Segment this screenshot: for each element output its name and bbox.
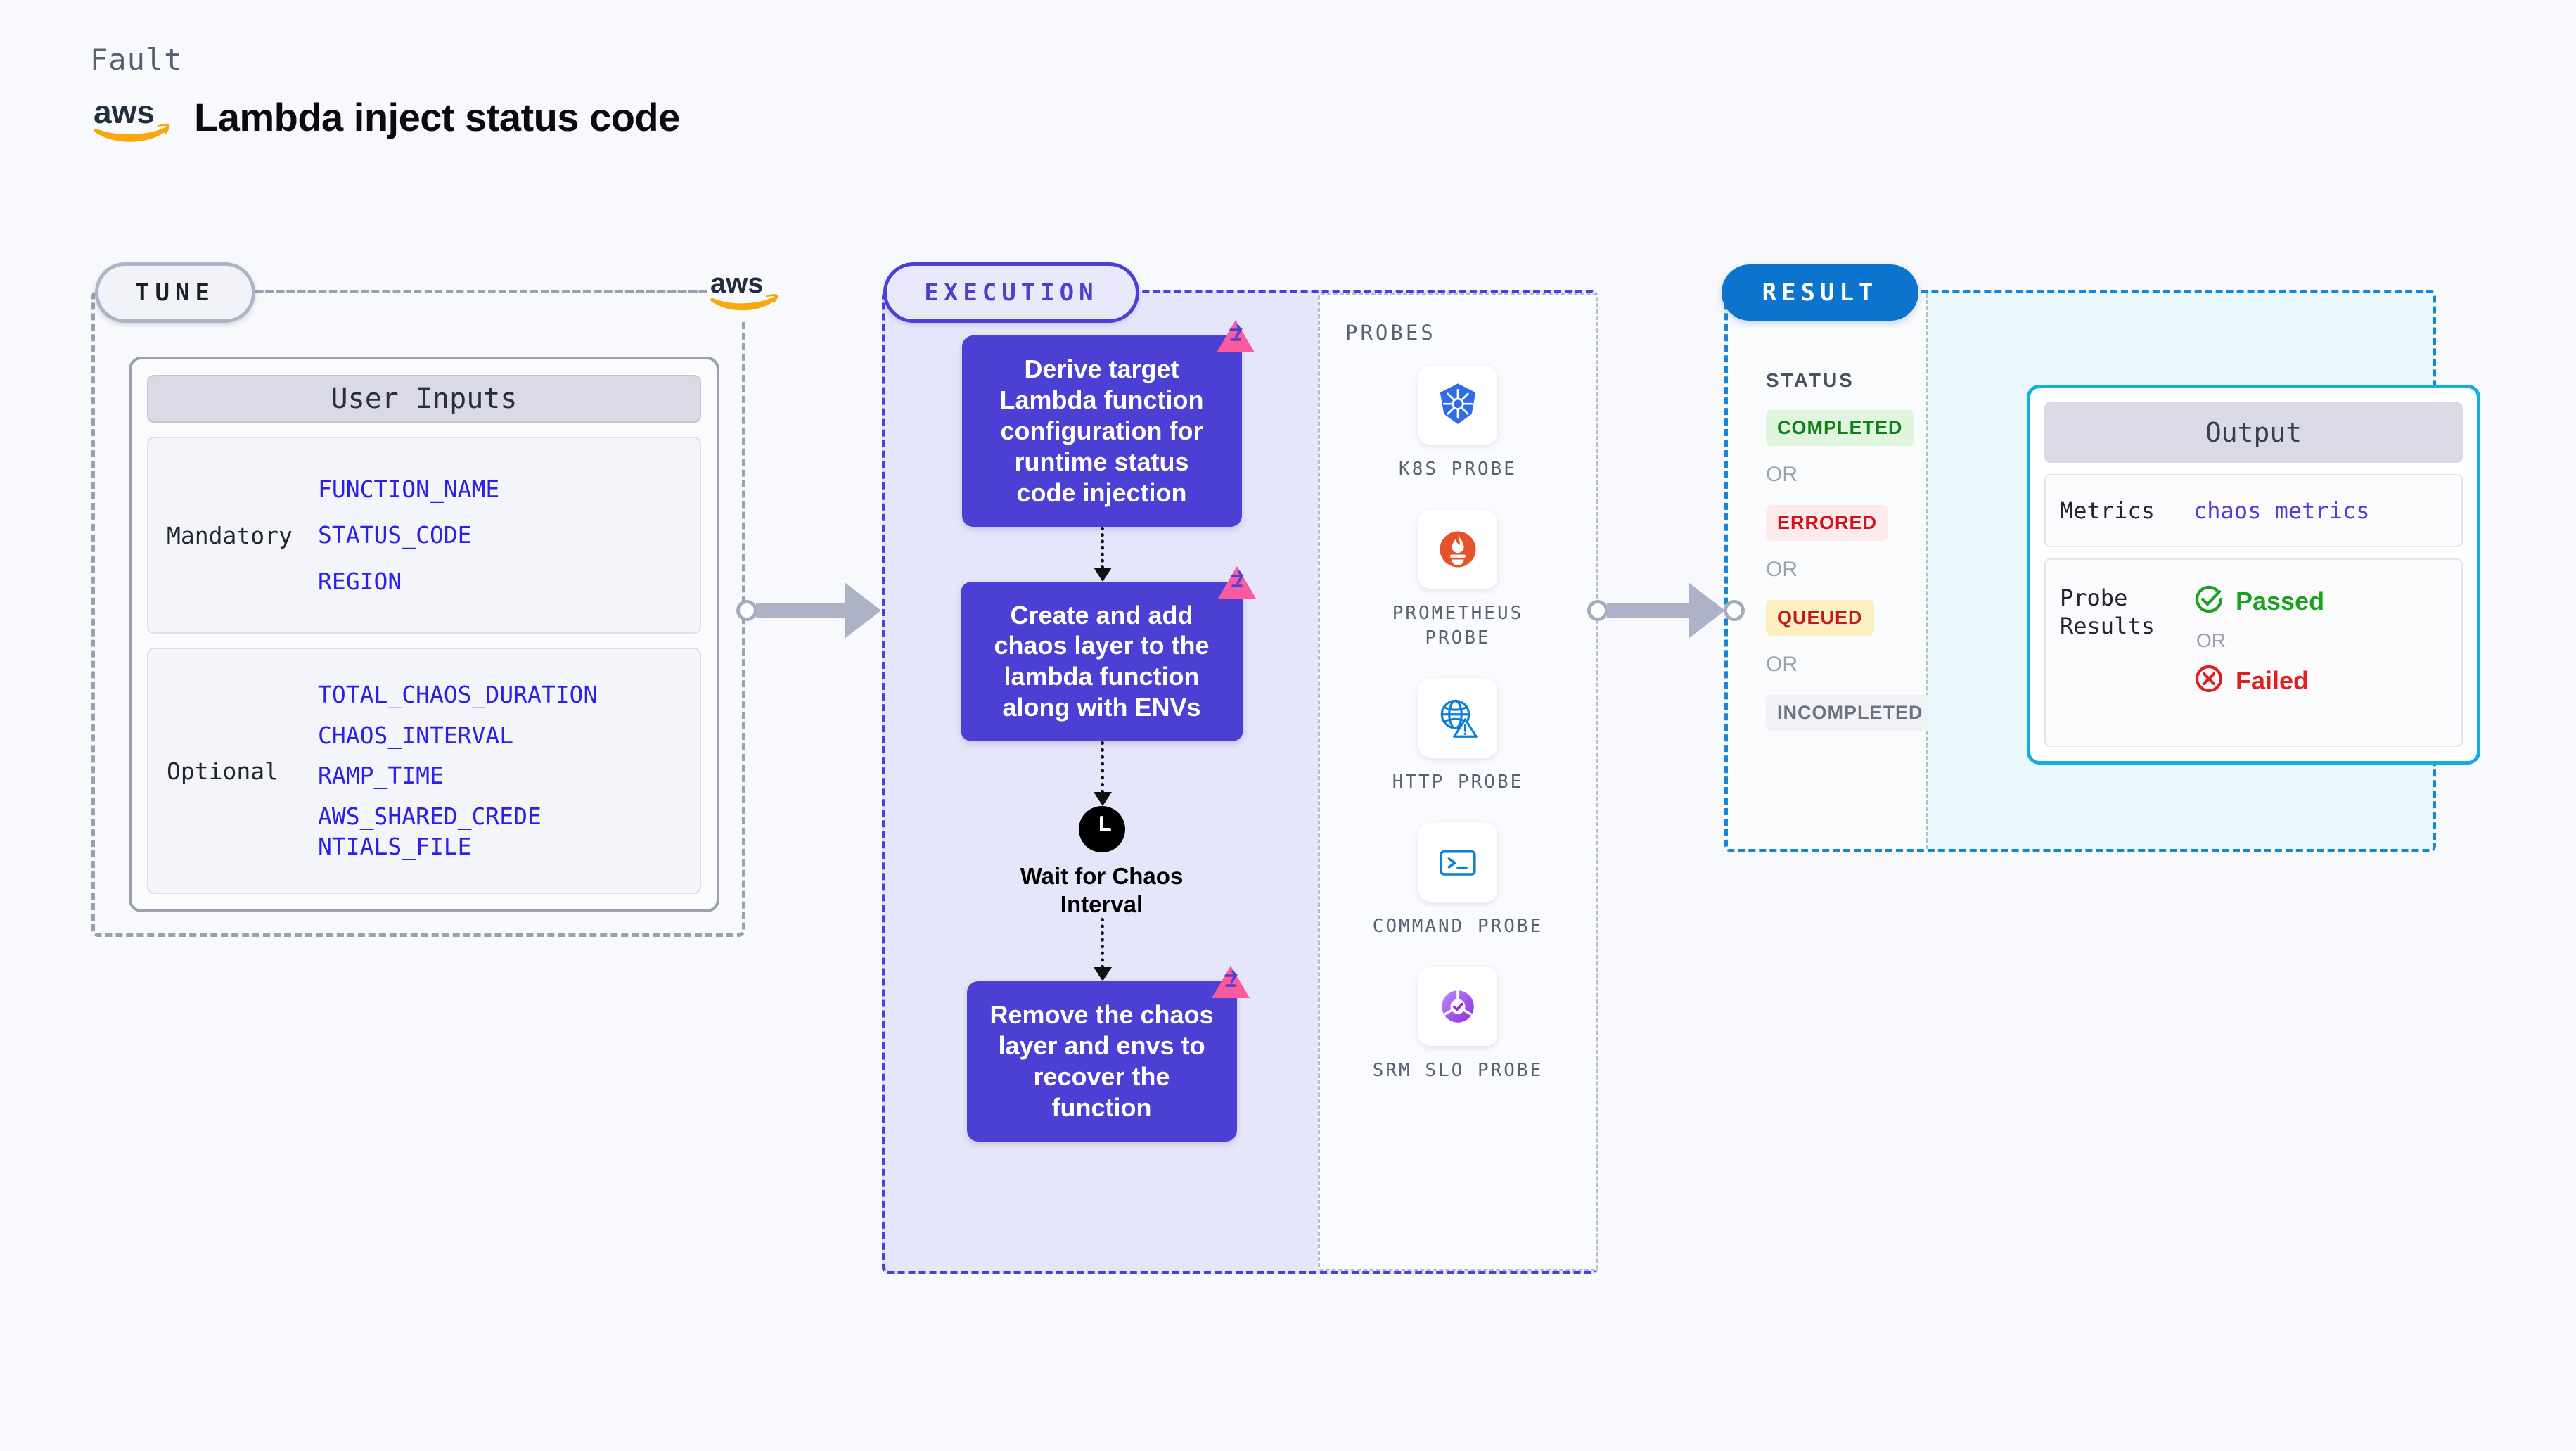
flow-node-create-chaos-layer[interactable]: Create and add chaos layer to the lambda…: [960, 565, 1256, 742]
param-total-chaos-duration[interactable]: TOTAL_CHAOS_DURATION: [318, 681, 598, 709]
output-row-probe-results: Probe Results Passed OR: [2044, 558, 2463, 747]
connector-bar: [1607, 603, 1691, 618]
param-aws-shared-credentials-file[interactable]: AWS_SHARED_CREDENTIALS_FILE: [318, 802, 542, 861]
flow-arrow-1: [1093, 526, 1112, 582]
status-or-1: OR: [1766, 463, 1798, 486]
connector-tune-to-execution: [736, 582, 881, 639]
clock-icon: [1078, 806, 1125, 853]
probe-item-command[interactable]: COMMAND PROBE: [1356, 823, 1560, 939]
probes-title: PROBES: [1345, 321, 1436, 345]
probe-label: K8S PROBE: [1399, 459, 1517, 480]
aws-logo-icon: aws: [90, 87, 174, 147]
connector-start-dot: [1587, 600, 1608, 621]
execution-panel: Derive target Lambda function configurat…: [882, 290, 1598, 1274]
terminal-icon: [1418, 823, 1497, 902]
flow-arrow-3: [1093, 918, 1112, 982]
page-title: Lambda inject status code: [194, 94, 680, 139]
srm-slo-icon: [1418, 967, 1497, 1047]
param-region[interactable]: REGION: [318, 567, 402, 595]
probe-label: PROMETHEUS PROBE: [1392, 603, 1524, 649]
connector-arrowhead: [1689, 582, 1725, 639]
status-or-2: OR: [1766, 558, 1798, 581]
param-ramp-time[interactable]: RAMP_TIME: [318, 762, 444, 790]
status-title: STATUS: [1766, 369, 1854, 391]
probe-item-prometheus[interactable]: PROMETHEUS PROBE: [1356, 510, 1560, 651]
param-function-name[interactable]: FUNCTION_NAME: [318, 475, 500, 503]
param-status-code[interactable]: STATUS_CODE: [318, 521, 472, 549]
connector-bar: [756, 603, 847, 618]
group-label-optional: Optional: [167, 757, 278, 785]
flow-arrow-2: [1093, 741, 1112, 807]
execution-badge: EXECUTION: [883, 262, 1139, 323]
output-metrics-value[interactable]: chaos metrics: [2193, 497, 2370, 524]
user-inputs-title: User Inputs: [147, 375, 701, 423]
tune-top-dashed-line: [255, 290, 719, 293]
probe-failed-label: Failed: [2236, 665, 2309, 695]
wait-node-label: Wait for Chaos Interval: [1020, 863, 1184, 917]
user-inputs-card: User Inputs Mandatory FUNCTION_NAME STAT…: [129, 357, 719, 912]
status-column: STATUS COMPLETED OR ERRORED OR QUEUED OR…: [1728, 293, 1935, 849]
svg-text:aws: aws: [710, 268, 764, 299]
result-panel: STATUS COMPLETED OR ERRORED OR QUEUED OR…: [1724, 290, 2480, 852]
probe-label: COMMAND PROBE: [1372, 916, 1544, 938]
aws-logo-icon-tune: aws: [707, 260, 781, 321]
status-badge-errored: ERRORED: [1766, 505, 1889, 541]
tune-panel: User Inputs Mandatory FUNCTION_NAME STAT…: [91, 290, 745, 937]
check-circle-icon: [2193, 584, 2224, 618]
output-title: Output: [2044, 402, 2463, 463]
connector-arrowhead: [845, 582, 881, 639]
fault-kind-label: Fault: [90, 42, 183, 77]
probe-result-or: OR: [2196, 629, 2226, 651]
param-chaos-interval[interactable]: CHAOS_INTERVAL: [318, 721, 514, 749]
flow-node-label: Derive target Lambda function configurat…: [999, 354, 1204, 507]
litmus-icon: [1217, 565, 1256, 600]
flow-node-derive-config[interactable]: Derive target Lambda function configurat…: [961, 320, 1255, 527]
x-circle-icon: [2193, 663, 2224, 698]
kubernetes-icon: [1418, 366, 1497, 445]
svg-text:aws: aws: [94, 94, 155, 130]
flow-node-label: Remove the chaos layer and envs to recov…: [989, 1000, 1214, 1123]
flow-node-label: Create and add chaos layer to the lambda…: [994, 600, 1210, 722]
probe-result-failed: Failed: [2193, 663, 2324, 698]
probes-panel: PROBES: [1318, 293, 1598, 1271]
output-zone: Output Metrics chaos metrics Probe Resul…: [1928, 293, 2480, 849]
output-metrics-key: Metrics: [2060, 497, 2155, 524]
status-badge-completed: COMPLETED: [1766, 410, 1914, 446]
status-or-3: OR: [1766, 653, 1798, 676]
flow-node-wait-for-chaos-interval: Wait for Chaos Interval: [1011, 806, 1193, 918]
connector-end-dot: [1724, 600, 1745, 621]
execution-flow: Derive target Lambda function configurat…: [885, 320, 1318, 1142]
http-globe-warning-icon: [1418, 679, 1497, 758]
probe-label: HTTP PROBE: [1392, 772, 1524, 793]
status-badge-queued: QUEUED: [1766, 600, 1874, 636]
litmus-icon: [1211, 966, 1250, 999]
probe-item-k8s[interactable]: K8S PROBE: [1356, 366, 1560, 482]
tune-badge: TUNE: [95, 262, 255, 323]
prometheus-icon: [1418, 510, 1497, 589]
output-probe-key: Probe Results: [2060, 584, 2155, 639]
probe-item-srm-slo[interactable]: SRM SLO PROBE: [1356, 967, 1560, 1083]
status-badge-incompleted: INCOMPLETED: [1766, 695, 1935, 731]
connector-start-dot: [736, 600, 757, 621]
probe-result-passed: Passed: [2193, 584, 2324, 618]
optional-params-group: Optional TOTAL_CHAOS_DURATION CHAOS_INTE…: [147, 648, 701, 894]
output-row-metrics: Metrics chaos metrics: [2044, 474, 2463, 547]
page-header: Fault aws Lambda inject status code: [90, 42, 680, 147]
probe-passed-label: Passed: [2236, 586, 2325, 615]
flow-node-remove-chaos-layer[interactable]: Remove the chaos layer and envs to recov…: [966, 966, 1250, 1142]
connector-execution-to-result: [1587, 582, 1745, 639]
result-badge: RESULT: [1722, 264, 1918, 321]
probe-label: SRM SLO PROBE: [1372, 1060, 1544, 1082]
group-label-mandatory: Mandatory: [167, 521, 293, 549]
output-card: Output Metrics chaos metrics Probe Resul…: [2027, 385, 2480, 765]
probe-item-http[interactable]: HTTP PROBE: [1356, 679, 1560, 795]
litmus-icon: [1216, 320, 1255, 354]
mandatory-params-group: Mandatory FUNCTION_NAME STATUS_CODE REGI…: [147, 437, 701, 634]
